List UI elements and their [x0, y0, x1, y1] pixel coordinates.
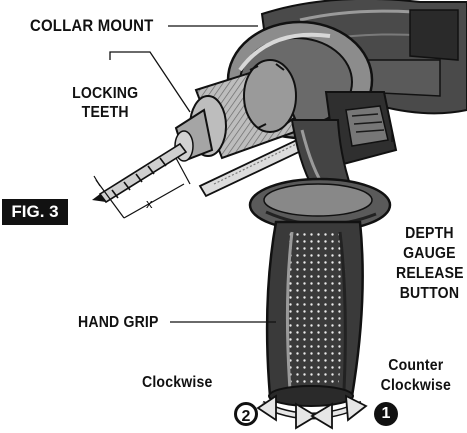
- leader-locking-teeth: [109, 51, 191, 113]
- arrow-clockwise-head: [256, 394, 277, 422]
- leader-lines: [109, 25, 393, 323]
- drill-bit: [92, 142, 188, 204]
- label-hand-grip: HAND GRIP: [78, 314, 159, 331]
- rotation-arrows: [256, 394, 368, 430]
- marker-counter-clockwise-number: 1: [374, 402, 398, 426]
- label-depth-gauge-line2: GAUGE: [403, 245, 456, 262]
- label-depth-gauge-release-button: DEPTH GAUGE RELEASE BUTTON: [396, 224, 464, 304]
- hand-grip-body: [265, 220, 364, 407]
- depth-gauge-release-button: [324, 91, 398, 168]
- label-locking-teeth-line1: LOCKING: [72, 85, 139, 102]
- label-depth-gauge-line1: DEPTH: [405, 225, 454, 242]
- figure-number-badge: FIG. 3: [2, 199, 68, 225]
- label-locking-teeth-line2: TEETH: [81, 104, 129, 121]
- marker-clockwise-number: 2: [234, 402, 258, 426]
- dimension-x: [93, 157, 191, 219]
- label-clockwise: Clockwise: [142, 374, 213, 391]
- label-counter-clockwise: Counter Clockwise: [378, 356, 454, 396]
- label-counter-clockwise-line2: Clockwise: [380, 377, 452, 394]
- hand-grip-cap: [248, 177, 392, 233]
- label-depth-gauge-line4: BUTTON: [399, 285, 460, 302]
- label-dimension-x: x: [146, 196, 153, 211]
- label-counter-clockwise-line1: Counter: [388, 357, 444, 374]
- label-locking-teeth: LOCKING TEETH: [70, 84, 140, 122]
- label-collar-mount: COLLAR MOUNT: [30, 16, 154, 35]
- label-depth-gauge-line3: RELEASE: [396, 265, 464, 282]
- arrow-counter-clockwise-head: [344, 394, 368, 422]
